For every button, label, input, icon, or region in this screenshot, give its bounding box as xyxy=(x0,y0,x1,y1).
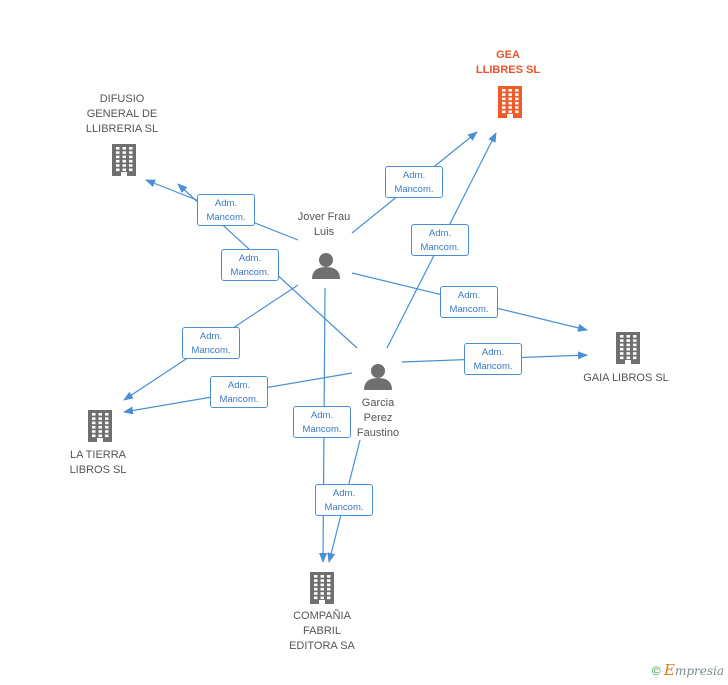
node-label-line: LA TIERRA xyxy=(69,449,127,461)
relation-badge-jover-tierra[interactable]: Adm. Mancom. xyxy=(182,327,240,359)
relation-badge-jover-gea[interactable]: Adm. Mancom. xyxy=(385,166,443,198)
node-label-line: Luis xyxy=(313,226,335,238)
node-label-line: LLIBRERIA SL xyxy=(85,123,159,135)
copyright-symbol: © xyxy=(651,664,661,678)
node-label-line: EDITORA SA xyxy=(289,640,355,652)
building-icon-difusio[interactable] xyxy=(112,144,136,176)
node-label-line: LLIBRES SL xyxy=(475,64,541,76)
relation-badge-garcia-compania[interactable]: Adm. Mancom. xyxy=(315,484,373,516)
relation-badge-text: Mancom. xyxy=(191,345,231,356)
node-label-line: GEA xyxy=(496,49,520,61)
node-label-difusio[interactable]: DIFUSIO GENERAL DE LLIBRERIA SL xyxy=(67,92,177,137)
building-icon-compania[interactable] xyxy=(310,572,334,604)
relation-badge-garcia-gea[interactable]: Adm. Mancom. xyxy=(411,224,469,256)
relation-badge-jover-compania[interactable]: Adm. Mancom. xyxy=(293,406,351,438)
relation-badge-text: Mancom. xyxy=(302,424,342,435)
person-icon-jover[interactable] xyxy=(312,253,340,279)
building-icon-gaia[interactable] xyxy=(616,332,640,364)
node-label-line: FABRIL xyxy=(303,625,341,637)
relation-badge-text: Mancom. xyxy=(206,212,246,223)
building-icon-tierra[interactable] xyxy=(88,410,112,442)
relation-badge-text: Adm. xyxy=(428,228,452,239)
node-label-line: Faustino xyxy=(356,427,400,439)
relation-badge-jover-gaia[interactable]: Adm. Mancom. xyxy=(440,286,498,318)
relation-badge-text: Mancom. xyxy=(449,304,489,315)
relation-badge-text: Adm. xyxy=(227,380,251,391)
node-label-compania[interactable]: COMPAÑIA FABRIL EDITORA SA xyxy=(267,609,377,654)
relation-badge-garcia-difusio[interactable]: Adm. Mancom. xyxy=(221,249,279,281)
relation-badge-text: Mancom. xyxy=(420,242,460,253)
relation-badge-text: Mancom. xyxy=(230,267,270,278)
relation-badge-garcia-tierra[interactable]: Adm. Mancom. xyxy=(210,376,268,408)
footer-credit: © Empresia xyxy=(652,661,724,679)
relation-badge-text: Adm. xyxy=(402,170,426,181)
empresia-logo[interactable]: Empresia xyxy=(663,661,724,679)
relation-badge-text: Adm. xyxy=(481,347,505,358)
building-icon-gea[interactable] xyxy=(498,86,522,118)
brand-initial: E xyxy=(663,661,675,679)
node-label-line: GAIA LIBROS SL xyxy=(583,372,669,384)
relation-badge-text: Adm. xyxy=(457,290,481,301)
node-label-tierra[interactable]: LA TIERRA LIBROS SL xyxy=(43,448,153,478)
relation-badge-text: Adm. xyxy=(214,198,238,209)
node-label-line: DIFUSIO xyxy=(99,93,145,105)
node-label-gaia[interactable]: GAIA LIBROS SL xyxy=(571,371,681,386)
relation-badge-text: Adm. xyxy=(199,331,223,342)
relation-badge-text: Adm. xyxy=(310,410,334,421)
node-label-line: Perez xyxy=(363,412,393,424)
relation-badge-jover-difusio[interactable]: Adm. Mancom. xyxy=(197,194,255,226)
relation-badge-text: Mancom. xyxy=(394,184,434,195)
node-label-line: COMPAÑIA xyxy=(293,610,351,622)
person-icon-garcia[interactable] xyxy=(364,364,392,390)
node-label-gea[interactable]: GEA LLIBRES SL xyxy=(453,48,563,78)
relation-badge-text: Adm. xyxy=(332,488,356,499)
relation-badge-text: Mancom. xyxy=(473,361,513,372)
relation-badge-text: Adm. xyxy=(238,253,262,264)
relation-badge-text: Mancom. xyxy=(219,394,259,405)
node-label-line: LIBROS SL xyxy=(69,464,127,476)
relation-badge-garcia-gaia[interactable]: Adm. Mancom. xyxy=(464,343,522,375)
brand-rest: mpresia xyxy=(674,664,724,678)
node-label-line: Jover Frau xyxy=(297,211,351,223)
relation-badge-text: Mancom. xyxy=(324,502,364,513)
node-label-line: GENERAL DE xyxy=(86,108,158,120)
node-label-line: Garcia xyxy=(361,397,395,409)
